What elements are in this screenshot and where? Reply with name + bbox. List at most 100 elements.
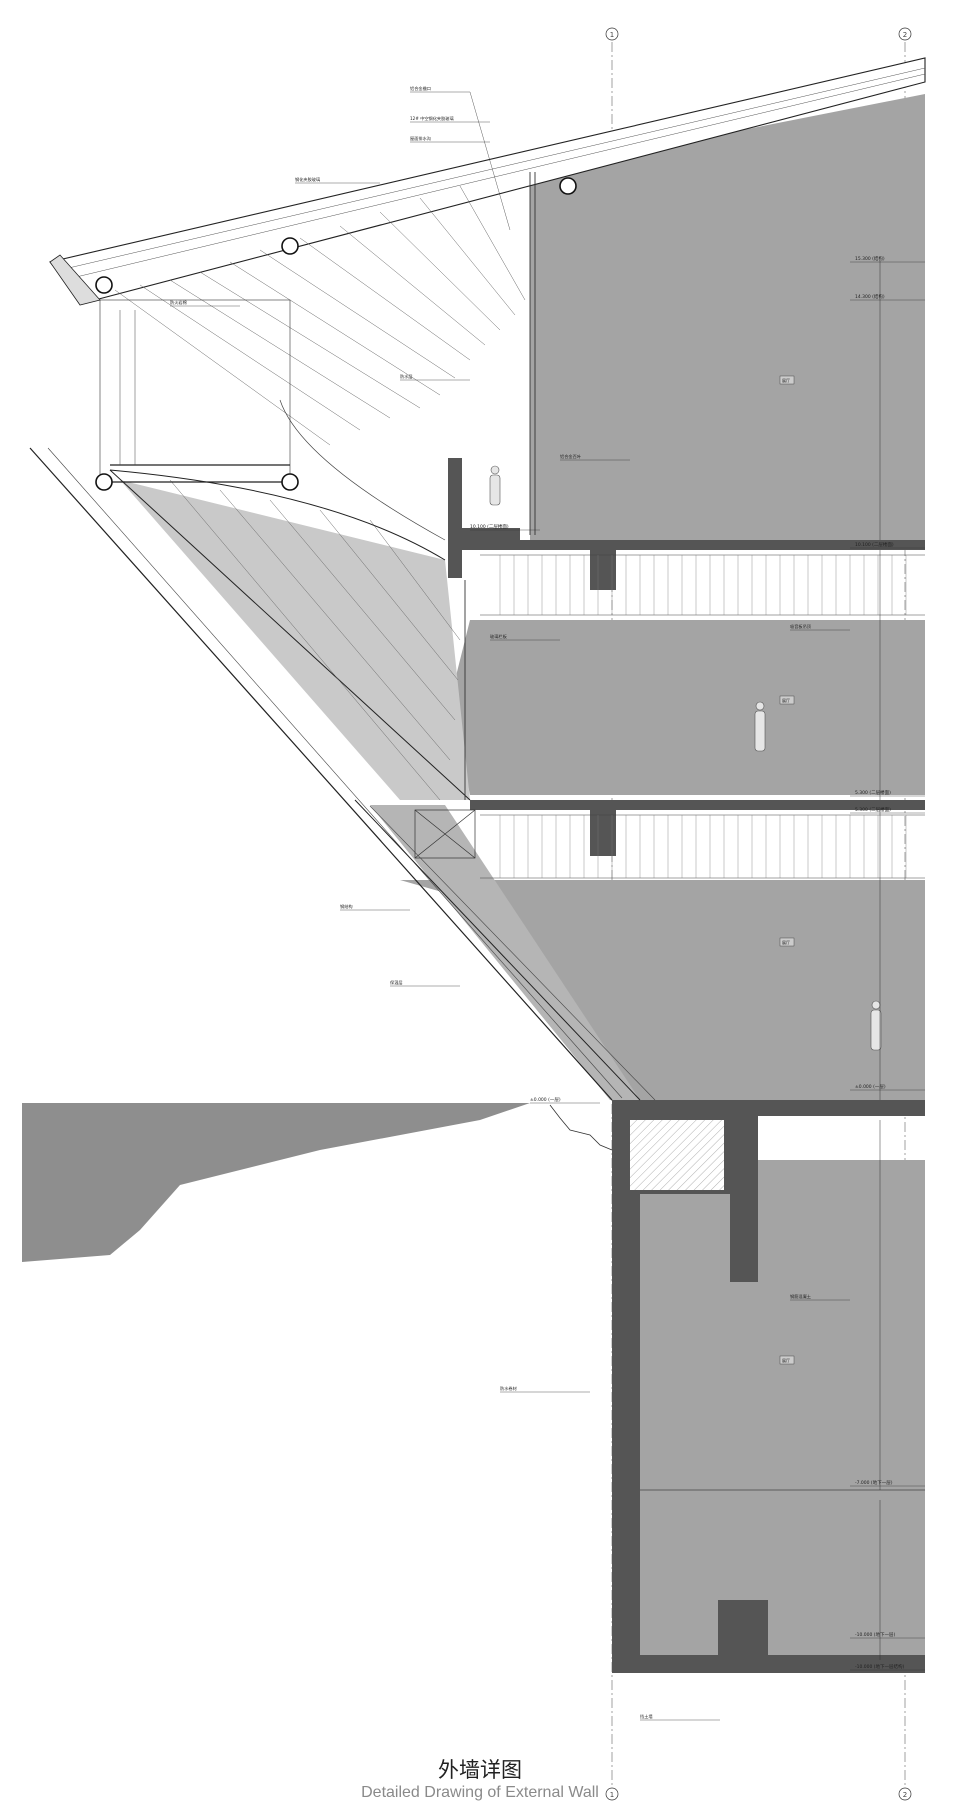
- elevation-mark: ±0.000 (一层): [850, 1084, 925, 1091]
- grid-label-1-bottom: 1: [610, 1791, 614, 1799]
- note-callout: 吸音板吊顶: [790, 623, 850, 631]
- vertical-mullions: [464, 172, 536, 800]
- grid-bubble-1-top: [605, 27, 619, 41]
- human-figure-ground: [870, 1000, 882, 1051]
- ground-step-line: [549, 1104, 613, 1151]
- basement-interior: [640, 1160, 925, 1655]
- note-callout: 铝合金檐口: [410, 85, 511, 231]
- elevation-mark: 5.300 (二层楼面): [850, 806, 925, 814]
- note-label: 钢筋混凝土: [790, 1293, 811, 1300]
- note-label: 铝合金百叶: [560, 453, 582, 460]
- note-callout: 钢化夹胶玻璃: [295, 176, 380, 184]
- middle-floor-interior: [450, 620, 925, 795]
- slab-level-3: [470, 800, 925, 810]
- interior-volumes: [120, 94, 925, 1655]
- note-callout: 钢结构: [340, 903, 410, 911]
- caption-title-cn: 外墙详图: [438, 1758, 522, 1782]
- ceiling-fan-lines: [114, 185, 526, 801]
- room-tag-basement: 展厅: [782, 1357, 790, 1363]
- caption-title-en: Detailed Drawing of External Wall: [361, 1784, 599, 1801]
- room-tag-middle: 展厅: [782, 697, 790, 703]
- elevation-mark: -10.000 (地下一层结构): [850, 1663, 925, 1671]
- note-label: 玻璃栏板: [490, 633, 508, 640]
- elevation-label: -10.000 (地下一层): [855, 1631, 896, 1638]
- elevation-label: ±0.000 (一层): [855, 1084, 886, 1090]
- grid-label-2-bottom: 2: [903, 1791, 907, 1799]
- note-callout: 防火岩棉: [170, 299, 240, 307]
- note-label: 防水层: [400, 373, 413, 380]
- detail-marker-a: [95, 276, 113, 294]
- elevation-label: 5.300 (二层楼面): [855, 789, 891, 796]
- elevation-mark: 15.300 (结构): [850, 255, 925, 263]
- elevation-mark: ±0.000 (一层): [530, 1097, 600, 1104]
- note-label: 挡土墙: [640, 1713, 653, 1720]
- basement-structure: [612, 1102, 925, 1672]
- elevation-label: 10.100 (二层楼面): [855, 541, 894, 548]
- curved-ceiling: [109, 469, 446, 561]
- note-callout: 玻璃栏板: [490, 633, 560, 641]
- slab-level-2: [450, 540, 925, 550]
- elevation-mark: 14.300 (结构): [850, 293, 925, 301]
- basement-floor: [612, 1655, 925, 1673]
- elevation-label: ±0.000 (一层): [530, 1097, 561, 1103]
- elevation-label: -7.000 (地下一层): [855, 1479, 893, 1486]
- parapet-wall: [448, 458, 462, 578]
- detail-marker-d: [95, 473, 113, 491]
- cross-brace-box: [414, 809, 476, 859]
- elevation-mark: 5.300 (二层楼面): [850, 789, 925, 797]
- grid-label-2-top: 2: [903, 31, 907, 39]
- detail-marker-b: [281, 237, 299, 255]
- stair-ticks: [499, 555, 907, 878]
- note-label: 钢结构: [340, 903, 353, 910]
- room-tag-ground: 展厅: [782, 939, 790, 945]
- note-callout: 屋面排水沟: [410, 135, 490, 143]
- note-label: 吸音板吊顶: [790, 623, 812, 630]
- detail-marker-c: [559, 177, 577, 195]
- human-figures: [489, 465, 882, 1051]
- room-tag-upper: 展厅: [782, 377, 790, 383]
- note-label: 钢化夹胶玻璃: [295, 176, 320, 183]
- human-figure-upper: [489, 465, 501, 506]
- detail-markers: [95, 177, 577, 491]
- note-callout: 防水卷材: [500, 1385, 590, 1393]
- beam-level-3: [590, 810, 616, 856]
- elevation-mark: 10.100 (二层楼面): [470, 523, 540, 531]
- upper-walkway: [99, 299, 291, 483]
- note-callout: 挡土墙: [640, 1713, 720, 1721]
- elevation-mark: -7.000 (地下一层): [850, 1479, 925, 1487]
- basement-wall-inner: [628, 1220, 640, 1670]
- grid-label-1-top: 1: [610, 31, 614, 39]
- curved-ceiling-inner: [279, 399, 446, 541]
- elevation-mark: 10.100 (二层楼面): [850, 541, 925, 549]
- grid-bubble-1-bottom: [605, 1787, 619, 1801]
- sloped-facade: [29, 447, 656, 1101]
- beam-level-2: [590, 550, 616, 590]
- elevation-label: 5.300 (二层楼面): [855, 806, 891, 813]
- note-label: 防水卷材: [500, 1385, 517, 1392]
- note-callout: 钢筋混凝土: [790, 1293, 850, 1301]
- detail-marker-e: [281, 473, 299, 491]
- ground-mass: [22, 1103, 530, 1262]
- elevation-marks: 15.300 (结构) 14.300 (结构) 10.100 (二层楼面) 10…: [470, 255, 925, 1671]
- foundation-box-hatch: [630, 1120, 724, 1190]
- stairs: [480, 554, 925, 879]
- elevation-label: 10.100 (二层楼面): [470, 523, 509, 530]
- human-figure-middle: [754, 701, 766, 752]
- note-callout: 保温层: [390, 979, 460, 987]
- note-label: 保温层: [390, 979, 403, 986]
- note-callout: 铝合金百叶: [560, 453, 630, 461]
- note-label: 12# 中空钢化夹胶玻璃: [410, 115, 454, 122]
- upper-floor-interior: [530, 94, 925, 540]
- note-callout: 防水层: [400, 373, 470, 381]
- note-label: 防火岩棉: [170, 299, 187, 306]
- grid-bubble-2-top: [898, 27, 912, 41]
- basement-column: [730, 1102, 758, 1282]
- ground-floor-interior: [400, 880, 925, 1100]
- elevation-label: 15.300 (结构): [855, 255, 885, 262]
- parapet-cap: [448, 528, 520, 542]
- elevation-label: -10.000 (地下一层结构): [855, 1663, 905, 1670]
- note-callout: 12# 中空钢化夹胶玻璃: [410, 115, 490, 123]
- elevation-label: 14.300 (结构): [855, 293, 885, 300]
- note-label: 铝合金檐口: [410, 85, 431, 92]
